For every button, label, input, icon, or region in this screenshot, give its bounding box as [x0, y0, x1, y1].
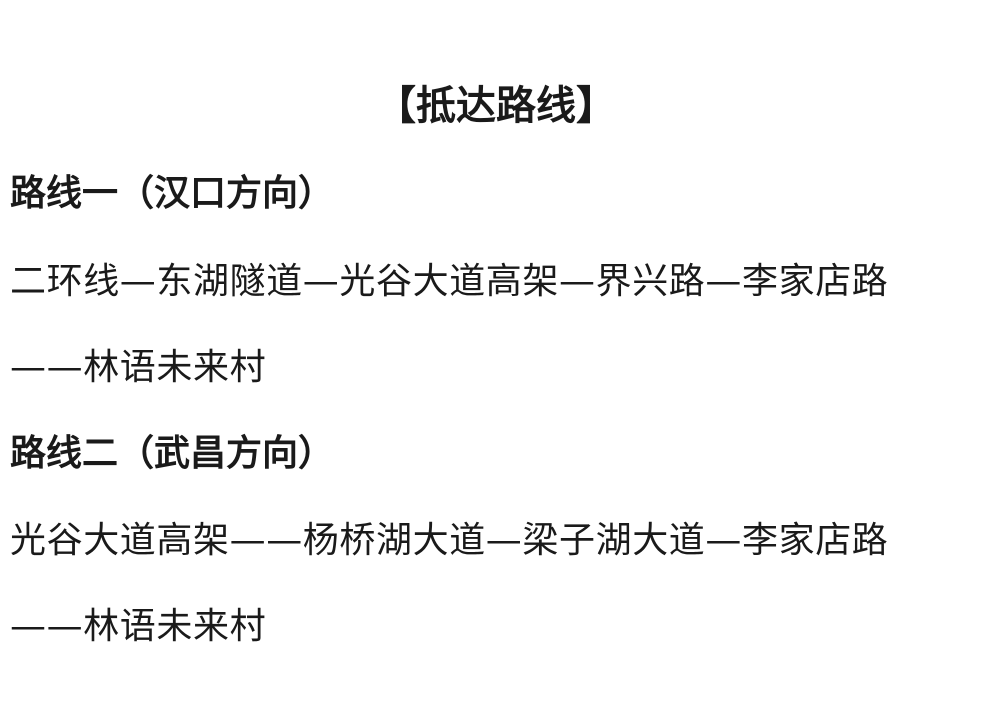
route-2-line-2: ——林语未来村: [10, 606, 267, 647]
route-1-heading: 路线一（汉口方向）: [10, 173, 335, 214]
route-1-line-1: 二环线—东湖隧道—光谷大道高架—界兴路—李家店路: [10, 261, 889, 302]
page-title: 【抵达路线】: [376, 83, 616, 129]
route-2-line-1: 光谷大道高架——杨桥湖大道—梁子湖大道—李家店路: [10, 520, 889, 561]
route-1-line-2: ——林语未来村: [10, 347, 267, 388]
route-2-heading: 路线二（武昌方向）: [10, 433, 335, 474]
